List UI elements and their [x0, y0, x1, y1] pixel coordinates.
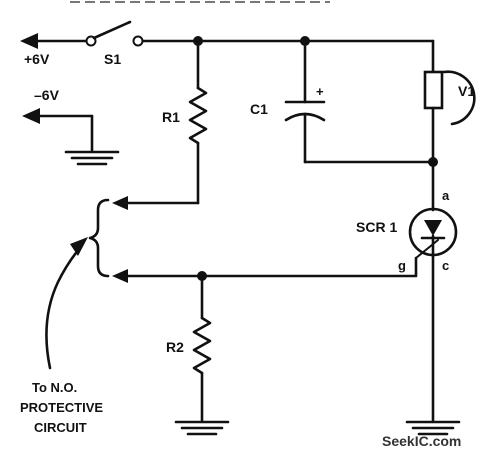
r1-terminal-arrow [112, 196, 128, 210]
scr-cathode-label: c [442, 258, 449, 273]
scr-gate-label: g [398, 258, 406, 273]
scr-anode-label: a [442, 188, 450, 203]
positive-supply-label: +6V [24, 51, 50, 67]
note-line-3: CIRCUIT [34, 420, 87, 435]
note-line-1: To N.O. [32, 380, 77, 395]
c1-polarity-label: + [316, 84, 324, 99]
watermark: SeekIC.com [382, 433, 461, 449]
note-line-2: PROTECTIVE [20, 400, 103, 415]
switch-label: S1 [104, 51, 121, 67]
gate-wire [124, 256, 418, 278]
scr1-diode-triangle [424, 220, 442, 236]
terminal-brace [88, 198, 110, 278]
r2-label: R2 [166, 339, 184, 355]
meter-label: V1 [458, 83, 475, 99]
meter-v1-circle [442, 70, 476, 126]
annotation-pointer-curve [45, 246, 82, 370]
positive-supply-terminal [20, 33, 97, 49]
negative-supply-label: –6V [34, 87, 60, 103]
ground-symbol-r2 [174, 420, 230, 436]
ground-symbol-supply [64, 150, 120, 166]
ground-symbol-scr [405, 420, 461, 436]
scr-label: SCR 1 [356, 219, 397, 235]
gate-terminal-arrow [112, 269, 128, 283]
switch-s1 [92, 20, 144, 47]
resistor-r2 [192, 316, 212, 375]
r1-label: R1 [162, 109, 180, 125]
c1-label: C1 [250, 101, 268, 117]
resistor-r1 [188, 86, 208, 145]
negative-supply-terminal [22, 108, 94, 152]
annotation-pointer-head [70, 237, 88, 256]
meter-coil [423, 70, 444, 110]
scr1-gate-lead [415, 239, 439, 259]
